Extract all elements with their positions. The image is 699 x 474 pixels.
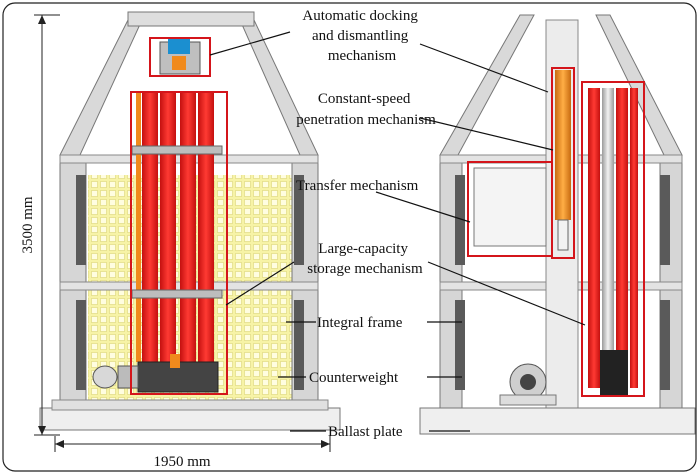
width-dimension	[54, 436, 331, 452]
docking-highlight	[149, 37, 211, 77]
frame-label: Integral frame	[317, 315, 403, 331]
height-dimension	[34, 14, 60, 436]
storage-label: Large-capacity storage mechanism	[307, 241, 423, 277]
side-view	[419, 14, 696, 435]
transfer-highlight	[467, 161, 553, 257]
constant-speed-label: Constant-speed penetration mechanism	[296, 91, 436, 128]
storage-highlight	[130, 91, 228, 395]
width-label: 1950 mm	[153, 454, 210, 470]
transfer-label: Transfer mechanism	[296, 178, 419, 194]
counterweight-label: Counterweight	[309, 370, 399, 386]
ballast-label: Ballast plate	[328, 424, 403, 440]
front-view	[39, 11, 341, 431]
storage-side-highlight	[581, 81, 645, 397]
leader-lines	[209, 31, 586, 432]
height-label: 3500 mm	[20, 196, 36, 253]
docking-label: Automatic docking and dismantling mechan…	[302, 8, 421, 64]
